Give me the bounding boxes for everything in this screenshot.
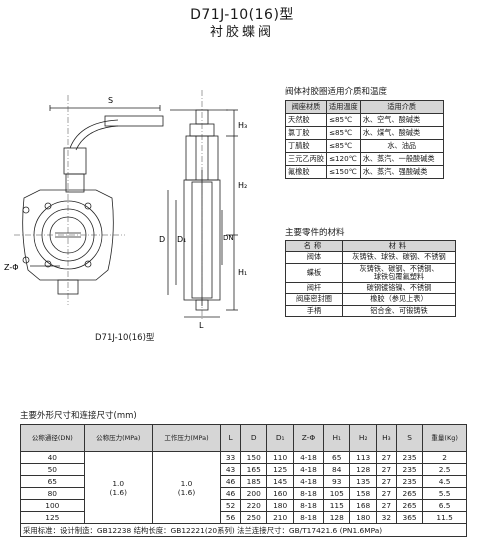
dim-d1-label: D₁ <box>177 235 186 244</box>
dim-h1-label: H₁ <box>238 268 247 277</box>
dim-h3-label: H₃ <box>238 121 247 130</box>
dims-table-title: 主要外形尺寸和连接尺寸(mm) <box>20 411 137 421</box>
dim-s-label: S <box>108 96 113 105</box>
dim-l-label: L <box>199 321 204 330</box>
media-header-medium: 适用介质 <box>359 100 444 114</box>
dim-zphi-label: Z-Φ <box>4 263 19 272</box>
table-row: 蝶板 灰铸铁、碳钢、不锈钢、球铁包覆氟塑料 <box>285 262 456 284</box>
table-row: 手柄铝合金、可锻铸铁 <box>285 304 456 317</box>
media-header-material: 阀座材质 <box>285 100 327 114</box>
table-row: 阀杆碳钢镀铬镍、不锈钢 <box>285 282 456 295</box>
valve-drawing: S H₃ H₂ H₁ D D₁ DN Z-Φ L <box>4 90 247 330</box>
drawing-caption: D71J-10(16)型 <box>95 333 155 343</box>
nominal-pressure-cell: 1.0(1.6) <box>83 451 153 524</box>
parts-table: 名称 材料 阀体灰铸铁、球铁、碳钢、不锈钢 蝶板 灰铸铁、碳钢、不锈钢、球铁包覆… <box>285 239 456 317</box>
dim-d-label: D <box>159 235 165 244</box>
parts-table-title: 主要零件的材料 <box>285 228 345 238</box>
parts-header-material: 材料 <box>342 239 456 253</box>
standards-note: 采用标准：设计制造：GB12238 结构长度：GB12221(20系列) 法兰连… <box>20 523 467 537</box>
working-pressure-cell: 1.0(1.6) <box>151 451 222 524</box>
dims-table: 公称通径(DN) 公称压力(MPa) 工作压力(MPa) L D D₁ Z-Φ … <box>20 424 467 537</box>
media-table-title: 阀体衬胶圈适用介质和温度 <box>285 87 388 97</box>
dim-dn-label: DN <box>223 234 234 242</box>
media-header-temp: 适用温度 <box>325 100 361 114</box>
table-row: 阀座密封圈橡胶（参见上表） <box>285 293 456 306</box>
page-subtitle: 衬胶蝶阀 <box>209 25 274 40</box>
parts-header-name: 名称 <box>285 239 343 253</box>
table-row: 阀体灰铸铁、球铁、碳钢、不锈钢 <box>285 251 456 264</box>
table-footer-row: 采用标准：设计制造：GB12238 结构长度：GB12221(20系列) 法兰连… <box>20 523 467 537</box>
dim-h2-label: H₂ <box>238 181 247 190</box>
page-title: D71J-10(16)型 <box>190 7 294 23</box>
